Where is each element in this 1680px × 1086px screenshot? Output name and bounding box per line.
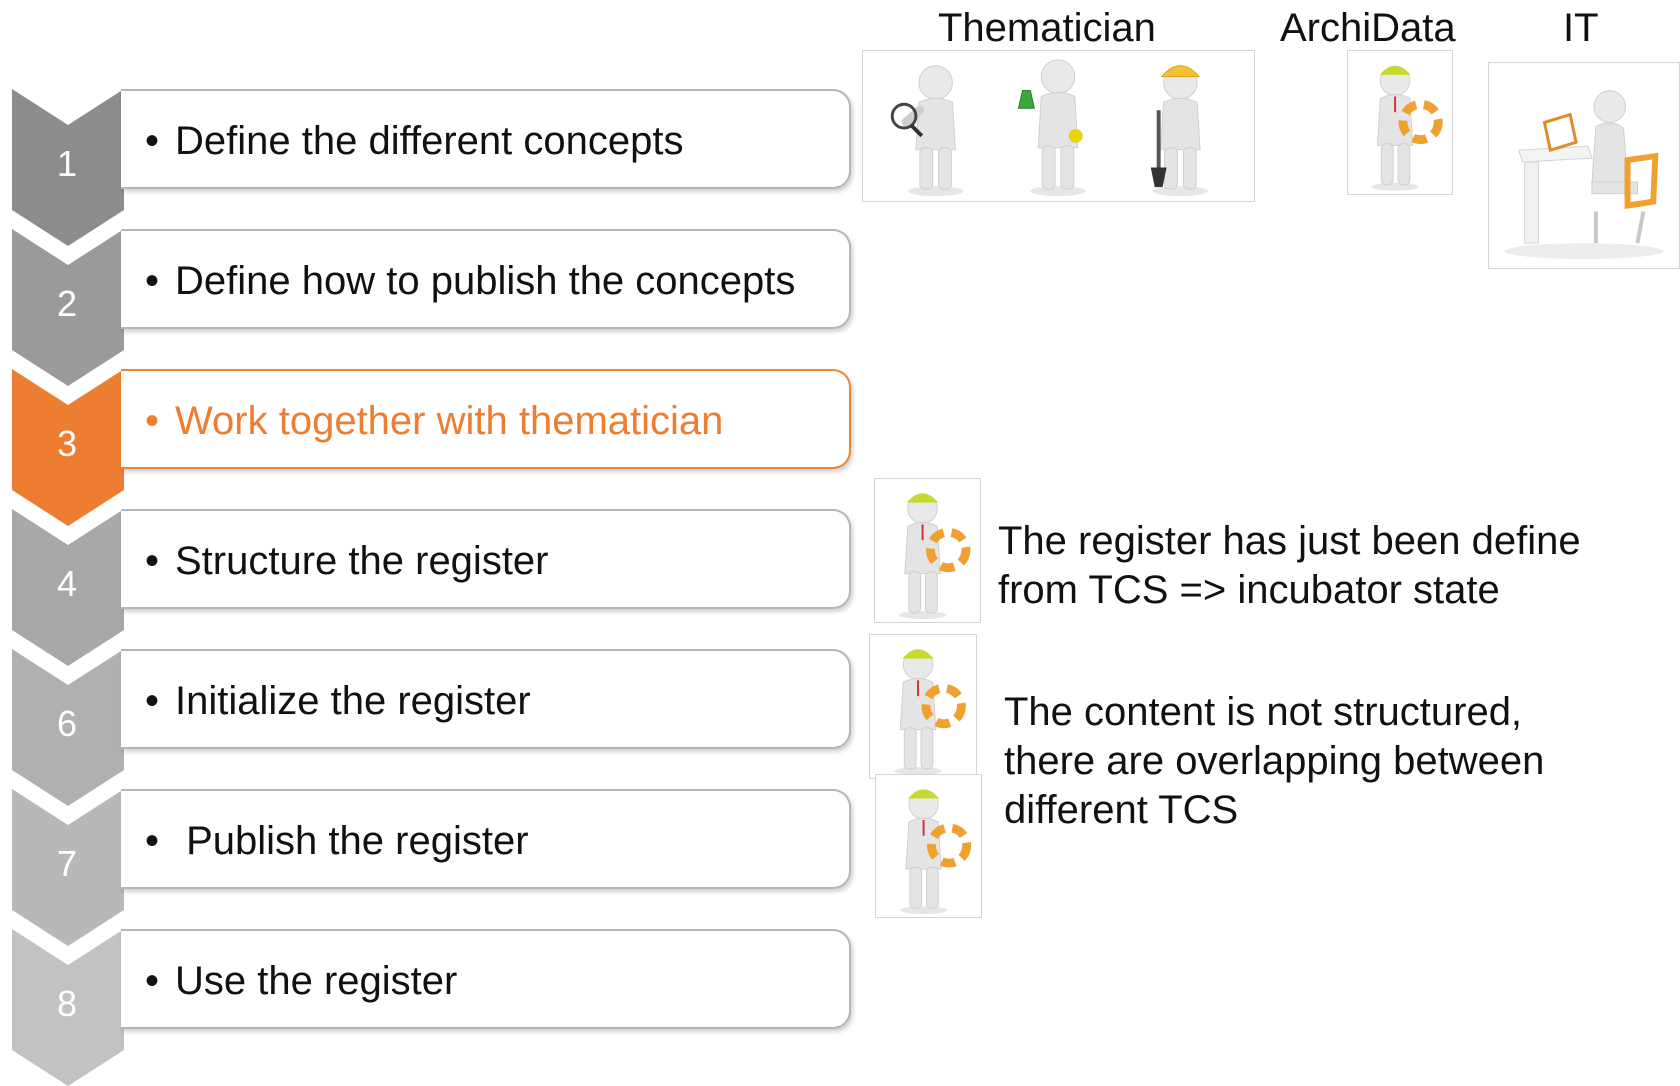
bullet: • xyxy=(145,959,160,1003)
step-label: Publish the register xyxy=(175,819,529,863)
role-label-archidata: ArchiData xyxy=(1280,6,1456,50)
lifeguard-figure-icon xyxy=(900,789,972,915)
step-chevron: 2 xyxy=(12,229,124,386)
overlap-note-line-3: different TCS xyxy=(1004,788,1239,832)
step-label: Structure the register xyxy=(175,539,549,583)
lifeguard-figure-icon xyxy=(894,649,966,776)
step-box: • Use the register xyxy=(121,929,851,1029)
lifeguard-picture-step7 xyxy=(875,774,982,918)
step-chevron: 3 xyxy=(12,369,124,526)
role-label-it: IT xyxy=(1563,6,1599,50)
it-picture xyxy=(1488,62,1680,269)
step-label-row: • Define how to publish the concepts xyxy=(145,231,795,331)
step-chevron: 6 xyxy=(12,649,124,806)
bullet: • xyxy=(145,539,160,583)
step-number: 8 xyxy=(56,983,78,1024)
step-label-row: • Structure the register xyxy=(145,511,549,611)
thematician-picture xyxy=(862,50,1255,202)
step-number: 3 xyxy=(56,423,78,464)
step-number: 6 xyxy=(56,703,78,744)
step-label: Use the register xyxy=(175,959,458,1003)
step-number: 2 xyxy=(56,283,78,324)
step-box: • Work together with thematician xyxy=(121,369,851,469)
overlap-note-line-2: there are overlapping between xyxy=(1004,739,1545,783)
step-box: • Define the different concepts xyxy=(121,89,851,189)
lifeguard-picture-step4 xyxy=(874,478,981,623)
step-chevron: 7 xyxy=(12,789,124,946)
step-box: • Initialize the register xyxy=(121,649,851,749)
bullet: • xyxy=(145,119,160,163)
lifeguard-figure-icon xyxy=(1371,65,1443,191)
step-box: • Structure the register xyxy=(121,509,851,609)
bullet: • xyxy=(145,399,160,443)
incubator-note-line-1: The register has just been define xyxy=(998,519,1581,563)
bullet: • xyxy=(145,679,160,723)
desk-computer-figure-icon xyxy=(1504,90,1664,260)
step-label-row: • Publish the register xyxy=(145,791,529,891)
hardhat-shovel-figure-icon xyxy=(1150,65,1209,197)
step-label: Define how to publish the concepts xyxy=(175,259,796,303)
step-box: • Publish the register xyxy=(121,789,851,889)
incubator-note-line-2: from TCS => incubator state xyxy=(998,568,1500,612)
bullet: • xyxy=(145,819,160,863)
step-label: Work together with thematician xyxy=(175,399,724,443)
step-chevron: 4 xyxy=(12,509,124,666)
step-chevron: 1 xyxy=(12,89,124,246)
step-label-row: • Define the different concepts xyxy=(145,91,683,191)
incubator-note: The register has just been define from T… xyxy=(998,517,1581,615)
step-label-row: • Use the register xyxy=(145,931,457,1031)
overlap-note-line-1: The content is not structured, xyxy=(1004,690,1523,734)
step-chevron: 8 xyxy=(12,929,124,1086)
step-label-row: • Initialize the register xyxy=(145,651,531,751)
scientist-figure-icon xyxy=(1017,59,1086,197)
overlap-note: The content is not structured, there are… xyxy=(1004,688,1544,835)
step-label-row: • Work together with thematician xyxy=(145,371,723,471)
lifeguard-picture-step6 xyxy=(869,634,977,779)
magnifier-figure-icon xyxy=(890,65,964,197)
step-label: Initialize the register xyxy=(175,679,531,723)
step-number: 4 xyxy=(56,563,78,604)
step-number: 1 xyxy=(56,143,78,184)
bullet: • xyxy=(145,259,160,303)
archidata-picture xyxy=(1347,50,1453,195)
role-label-thematician: Thematician xyxy=(938,6,1156,50)
lifeguard-figure-icon xyxy=(898,493,971,620)
step-number: 7 xyxy=(56,843,78,884)
step-label: Define the different concepts xyxy=(175,119,684,163)
step-box: • Define how to publish the concepts xyxy=(121,229,851,329)
